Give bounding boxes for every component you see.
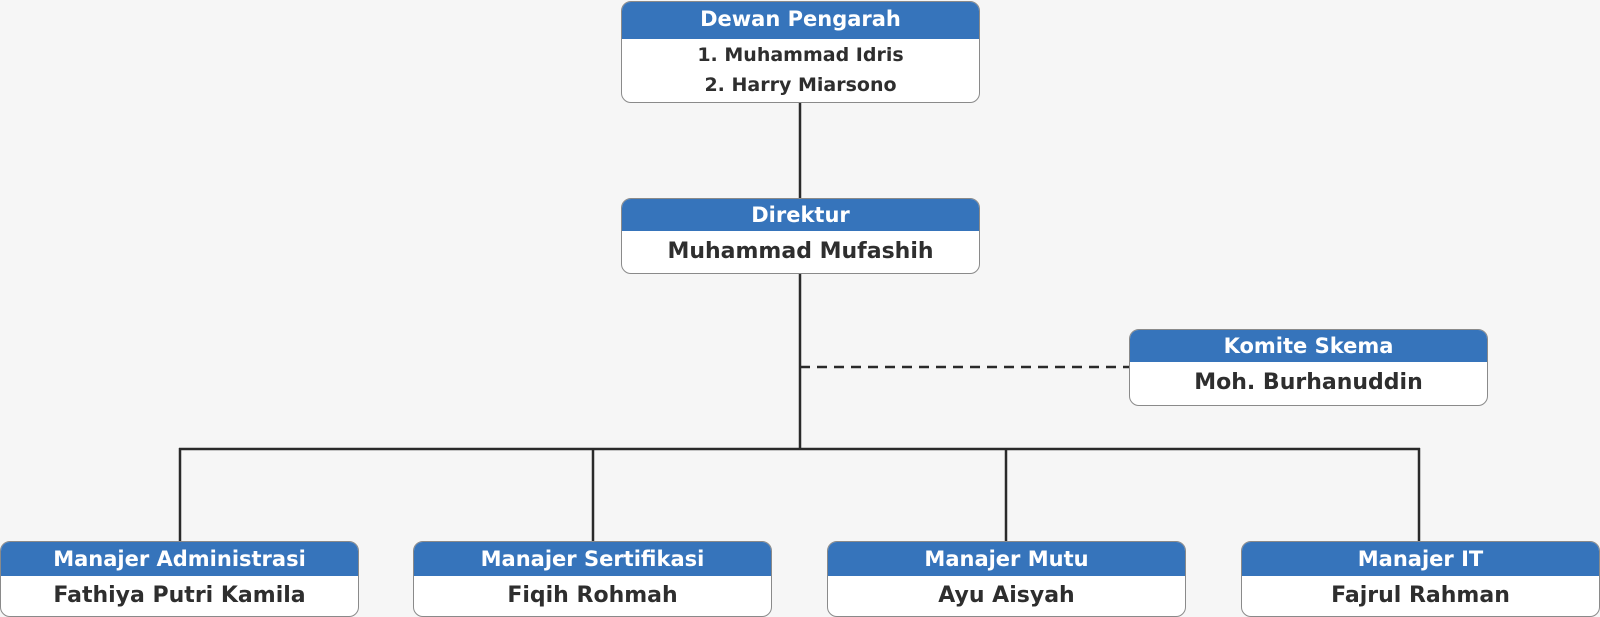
manajer-it-title: Manajer IT bbox=[1242, 542, 1599, 576]
komite-skema-box: Komite Skema Moh. Burhanuddin bbox=[1129, 329, 1488, 406]
manajer-administrasi-title: Manajer Administrasi bbox=[1, 542, 358, 576]
dewan-pengarah-member: 2. Harry Miarsono bbox=[704, 74, 897, 96]
manajer-sertifikasi-title: Manajer Sertifikasi bbox=[414, 542, 771, 576]
manajer-administrasi-name: Fathiya Putri Kamila bbox=[53, 583, 306, 608]
manajer-mutu-box: Manajer Mutu Ayu Aisyah bbox=[827, 541, 1186, 617]
manajer-sertifikasi-name: Fiqih Rohmah bbox=[507, 583, 678, 608]
komite-skema-name: Moh. Burhanuddin bbox=[1194, 370, 1423, 395]
dewan-pengarah-member: 1. Muhammad Idris bbox=[697, 44, 904, 66]
manajer-administrasi-box: Manajer Administrasi Fathiya Putri Kamil… bbox=[0, 541, 359, 617]
dewan-pengarah-box: Dewan Pengarah 1. Muhammad Idris 2. Harr… bbox=[621, 1, 980, 103]
dewan-pengarah-title: Dewan Pengarah bbox=[622, 2, 979, 39]
manajer-mutu-title: Manajer Mutu bbox=[828, 542, 1185, 576]
manajer-sertifikasi-box: Manajer Sertifikasi Fiqih Rohmah bbox=[413, 541, 772, 617]
manajer-mutu-name: Ayu Aisyah bbox=[938, 583, 1075, 608]
direktur-box: Direktur Muhammad Mufashih bbox=[621, 198, 980, 274]
direktur-name: Muhammad Mufashih bbox=[667, 239, 934, 264]
manajer-it-name: Fajrul Rahman bbox=[1331, 583, 1510, 608]
manajer-it-box: Manajer IT Fajrul Rahman bbox=[1241, 541, 1600, 617]
dewan-pengarah-members: 1. Muhammad Idris 2. Harry Miarsono bbox=[622, 39, 979, 100]
komite-skema-title: Komite Skema bbox=[1130, 330, 1487, 362]
direktur-title: Direktur bbox=[622, 199, 979, 231]
